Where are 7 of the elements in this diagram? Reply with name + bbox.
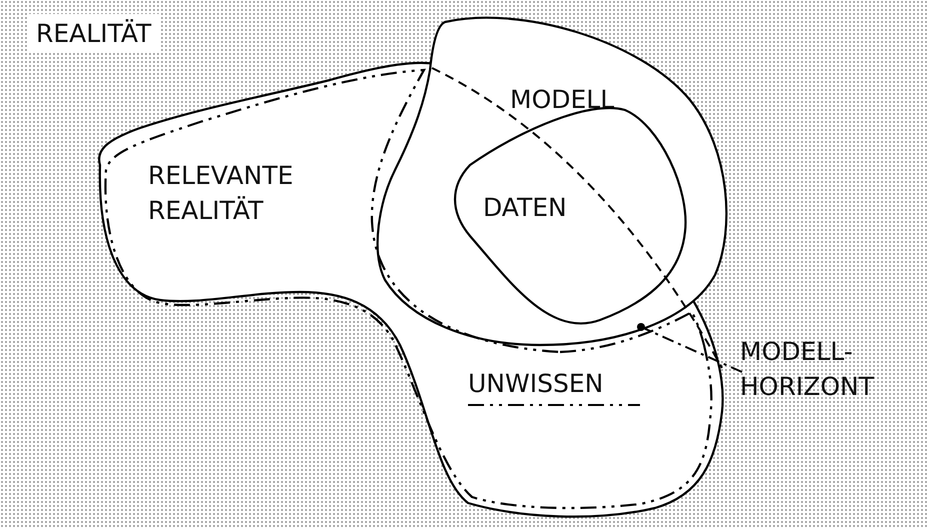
region-label: MODELL [510,84,614,116]
region-label: RELEVANTE REALITÄT [148,160,294,227]
leader-line [637,323,742,373]
region-label: DATEN [483,192,567,224]
region-label: REALITÄT [28,14,160,53]
region-label: MODELL-HORIZONT [740,336,876,403]
region-label: UNWISSEN [468,368,604,400]
